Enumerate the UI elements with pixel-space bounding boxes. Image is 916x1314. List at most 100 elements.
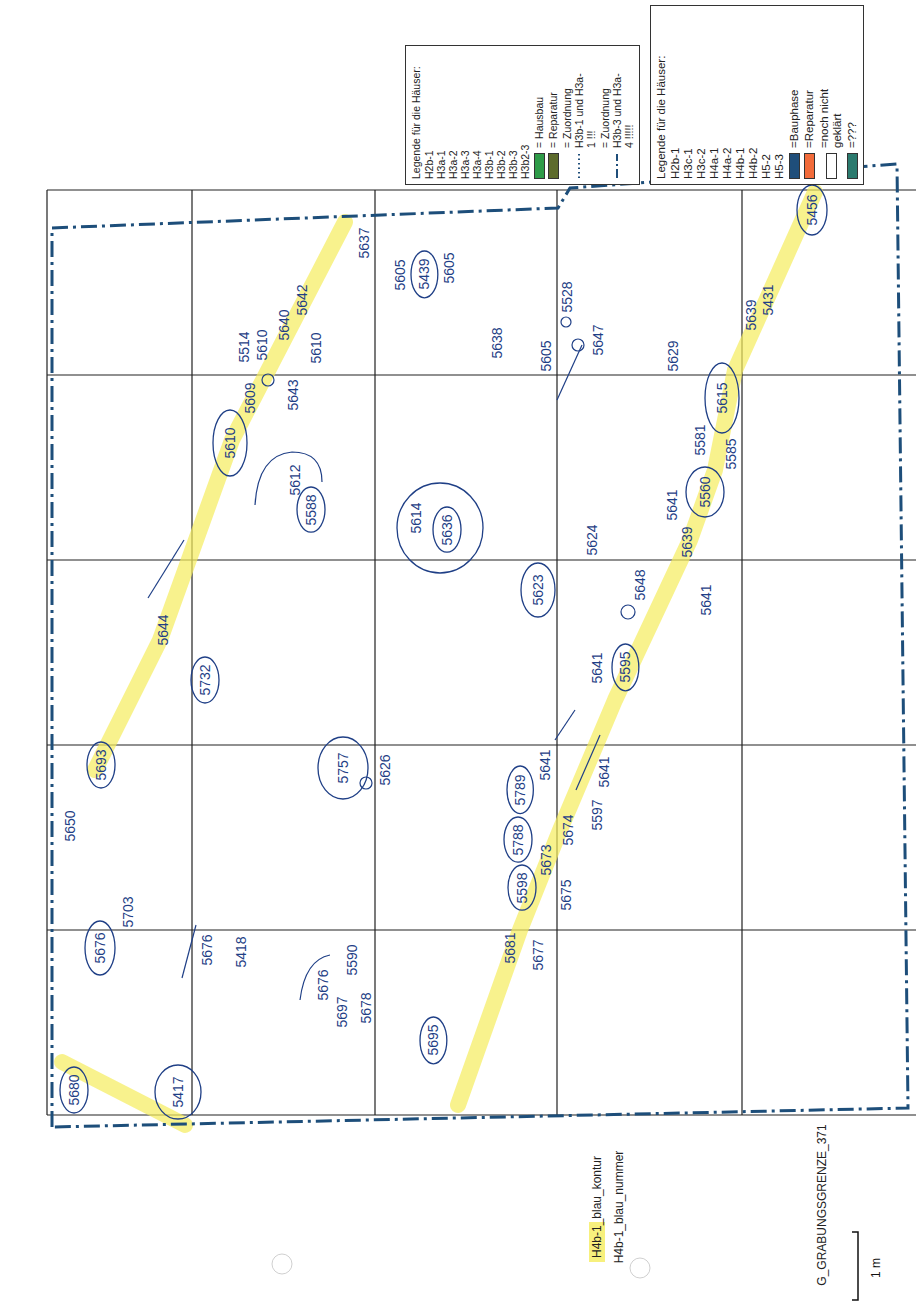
sheet-note: 1 m <box>869 1258 883 1278</box>
feature-number: 5581 <box>692 424 708 455</box>
feature-number: 5623 <box>530 574 546 605</box>
feature-number: 5605 <box>392 259 408 290</box>
punch-hole <box>272 1254 292 1274</box>
legend-swatch <box>847 153 858 179</box>
feature-number: 5641 <box>698 584 714 615</box>
legend-text: = Zuordnung H3b-1 und H3a-1 !!! <box>561 68 597 148</box>
sheet-note: H4b-1_blau_nummer <box>612 1151 626 1264</box>
feature-number: 5676 <box>315 969 331 1000</box>
house-code: H4b-2 <box>747 11 760 179</box>
feature-number: 5595 <box>617 651 633 682</box>
feature-number: 5789 <box>512 774 528 805</box>
feature-number: 5598 <box>514 872 530 903</box>
feature-contour <box>621 605 635 619</box>
feature-number: 5788 <box>510 824 526 855</box>
feature-outline: 5636 <box>432 506 462 553</box>
legend-entry: =noch nicht geklärt <box>818 11 844 179</box>
feature-outline: 5732 <box>190 656 220 704</box>
feature-contour <box>521 563 555 617</box>
feature-contour <box>686 467 724 517</box>
feature-number: 5610 <box>222 427 238 458</box>
feature-number: 5624 <box>584 524 600 555</box>
house-code: H3b-3 <box>507 51 519 179</box>
feature-outline: 5695 <box>419 1016 448 1065</box>
feature-contour <box>213 410 247 476</box>
legend-text: =Bauphase <box>788 89 801 148</box>
legend-entry: =Bauphase <box>788 11 801 179</box>
feature-contour <box>705 363 739 433</box>
feature-contour <box>182 925 196 978</box>
house-code: H5-3 <box>773 11 786 179</box>
legend-heading: Legende für die Häuser: <box>655 11 668 179</box>
house-code: H3a-1 <box>435 51 447 179</box>
legend-swatch <box>534 153 545 179</box>
legend-line-sample <box>612 153 622 179</box>
legend-text: =??? <box>846 122 859 148</box>
feature-contour <box>504 817 532 862</box>
feature-number: 5680 <box>66 1074 82 1105</box>
feature-outline: 5789 <box>506 765 534 815</box>
feature-outline: 5693 <box>86 741 116 789</box>
excavation-grid <box>47 190 916 1115</box>
feature-number: 5641 <box>589 652 605 683</box>
feature-outline: 5456 <box>796 184 828 236</box>
feature-contour <box>612 644 639 691</box>
house-code: H3b-1 <box>483 51 495 179</box>
feature-outline: 5615 <box>704 362 740 434</box>
feature-number: 5615 <box>714 382 730 413</box>
feature-contour <box>87 742 115 788</box>
house-code: H4a-1 <box>708 11 721 179</box>
feature-number: 5703 <box>120 896 136 927</box>
feature-number: 5431 <box>760 284 776 315</box>
feature-number: 5677 <box>530 939 546 970</box>
feature-number: 5612 <box>287 464 303 495</box>
highlight-band <box>95 222 345 770</box>
legend-entry: = Zuordnung H3b-1 und H3a-1 !!! <box>561 51 597 179</box>
excavation-boundary <box>52 164 908 1127</box>
legend-swatch <box>804 153 815 179</box>
feature-number: 5605 <box>538 340 554 371</box>
feature-outline: 5614 5636 <box>396 482 484 574</box>
feature-outline: 5439 <box>410 250 439 299</box>
feature-number: 5757 <box>335 752 351 783</box>
feature-number: 5647 <box>590 324 606 355</box>
legend-entry: =Reparatur <box>803 11 816 179</box>
feature-number: 5590 <box>344 944 360 975</box>
feature-contour <box>572 339 584 351</box>
feature-number: 5560 <box>697 476 713 507</box>
scale-bar <box>852 1232 858 1300</box>
feature-number: 5643 <box>285 379 301 410</box>
house-code: H3a-4 <box>471 51 483 179</box>
legend-entry: = Reparatur <box>547 51 559 179</box>
feature-number: 5641 <box>664 489 680 520</box>
house-code: H3a-3 <box>459 51 471 179</box>
feature-number: 5674 <box>560 814 576 845</box>
feature-outline: 5623 <box>520 562 556 618</box>
legend-box: Legende für die Häuser:H2b-1H3c-1H3c-2H4… <box>650 5 864 185</box>
feature-contour <box>397 483 483 573</box>
house-code: H2b-1 <box>669 11 682 179</box>
house-code: H5-2 <box>760 11 773 179</box>
feature-number: 5639 <box>743 299 759 330</box>
feature-number: 5588 <box>303 494 319 525</box>
feature-contour <box>797 185 827 235</box>
feature-number: 5614 <box>408 502 424 533</box>
legend-swatch <box>789 153 800 179</box>
feature-number: 5597 <box>589 799 605 830</box>
feature-outline: 5680 <box>59 1066 89 1114</box>
feature-number: 5418 <box>233 936 249 967</box>
feature-outline: 5676 <box>84 920 116 976</box>
house-code: H4a-2 <box>721 11 734 179</box>
house-code: H2b-1 <box>423 51 435 179</box>
feature-number: 5681 <box>502 932 518 963</box>
feature-contour <box>85 921 115 975</box>
house-code: H3b2-3 <box>519 51 531 179</box>
feature-number: 5637 <box>356 227 372 258</box>
feature-contour <box>508 865 536 910</box>
feature-number: 5676 <box>199 934 215 965</box>
feature-outline: 5610 <box>212 409 248 477</box>
legend-text: =noch nicht geklärt <box>818 64 844 148</box>
legend-line-sample <box>578 154 580 178</box>
feature-number: 5641 <box>596 756 612 787</box>
